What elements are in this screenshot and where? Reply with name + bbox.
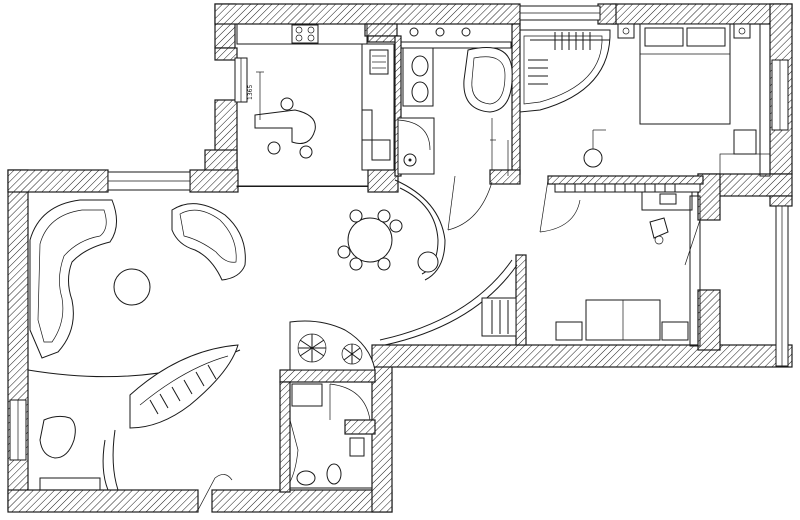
hallway	[379, 175, 581, 346]
door-leaf	[539, 179, 549, 233]
curved-bookcase	[129, 344, 239, 429]
kitchen-chair	[267, 141, 281, 155]
bidet-icon	[411, 81, 429, 103]
monitor-icon	[659, 193, 677, 205]
armchair	[733, 129, 757, 155]
dining-chair	[377, 209, 391, 223]
toilet-icon	[411, 55, 429, 77]
lounge-chair	[39, 415, 76, 459]
book-icon	[149, 364, 217, 415]
sectional-sofa	[29, 199, 117, 359]
dining-chair	[389, 219, 403, 233]
round-side-table	[583, 148, 603, 168]
kitchen-chair	[280, 97, 294, 111]
wc-toilet-icon	[326, 463, 342, 485]
armchair-sofa	[171, 203, 246, 281]
dining-chair	[349, 209, 363, 223]
windows	[9, 5, 789, 461]
hall-wardrobe	[481, 297, 517, 337]
door-swing	[329, 383, 371, 421]
wc-area	[289, 320, 376, 489]
dining-chair	[337, 245, 351, 259]
nightstand	[733, 23, 751, 39]
dining-chair	[349, 257, 363, 271]
living-room	[27, 199, 246, 511]
kitchen-chair	[299, 145, 313, 159]
kitchen: 1365	[236, 23, 395, 187]
bathroom	[397, 27, 513, 175]
exterior-walls	[7, 3, 793, 513]
curved-partition	[379, 259, 513, 341]
kitchen-table	[254, 109, 316, 144]
bedroom	[507, 23, 771, 177]
washing-machine	[291, 383, 323, 407]
plant-icon	[297, 333, 327, 363]
door-swing	[289, 419, 299, 483]
hanger-icon	[528, 32, 591, 85]
stove-icon	[291, 24, 319, 44]
dining-chair	[377, 257, 391, 271]
kitchen-counter-top	[236, 23, 368, 45]
curved-divider	[394, 179, 446, 281]
dining-table	[347, 217, 393, 263]
dimension-label: 1365	[247, 85, 254, 100]
wardrobe	[519, 29, 611, 113]
wc-washbasin	[296, 470, 316, 486]
bathtub-icon	[463, 47, 513, 113]
planter-area	[289, 320, 376, 371]
stool-icon	[417, 251, 439, 273]
office-chair	[649, 217, 669, 239]
coffee-table	[113, 268, 151, 306]
bookshelf	[554, 183, 701, 193]
office	[554, 183, 701, 347]
plant-icon	[341, 343, 363, 365]
kitchen-counter-side	[361, 43, 395, 171]
door-leaf	[447, 175, 456, 231]
dining-area	[337, 209, 403, 271]
nightstand	[617, 23, 635, 39]
